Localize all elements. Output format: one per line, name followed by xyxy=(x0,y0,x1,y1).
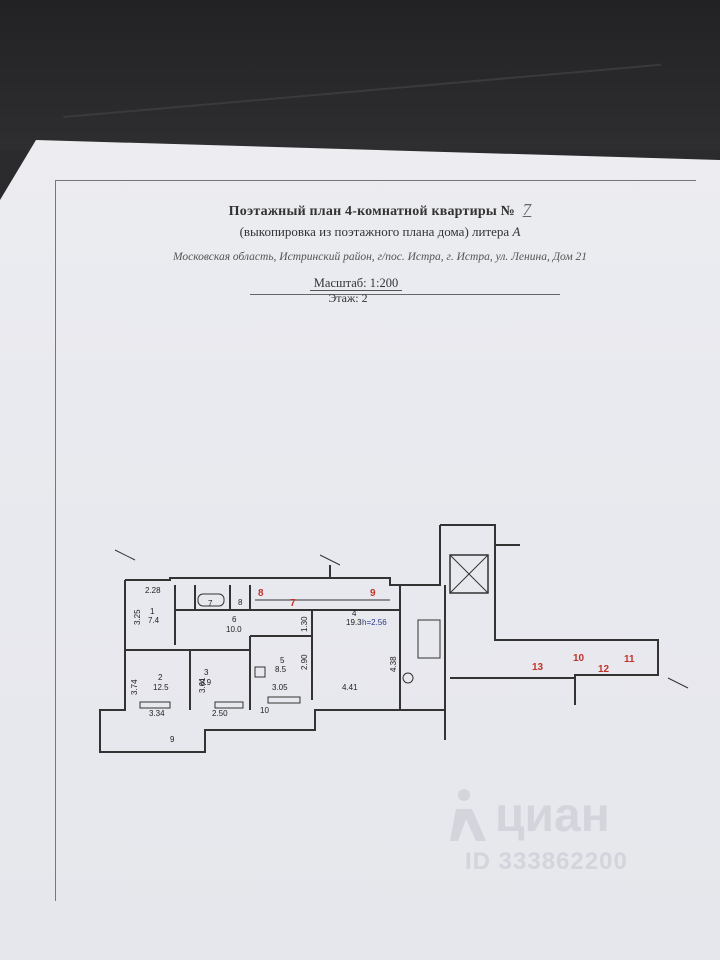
room-area-6: 10.0 xyxy=(226,625,242,634)
dim-3-25: 3.25 xyxy=(133,609,142,625)
stair-block xyxy=(417,619,441,659)
window-mark-2 xyxy=(139,701,171,709)
red-label-10: 10 xyxy=(573,653,585,664)
corridor-wall-top xyxy=(494,545,659,705)
axis-tick-3 xyxy=(667,677,689,689)
dim-2-28: 2.28 xyxy=(145,586,161,595)
outer-wall-upper xyxy=(125,565,331,581)
plan-red-labels: 8 7 9 13 10 12 11 xyxy=(258,588,635,675)
room-number-2: 2 xyxy=(158,673,163,682)
document-title: Поэтажный план 4-комнатной квартиры № 7 xyxy=(20,200,720,220)
room-number-3: 3 xyxy=(204,668,209,677)
room-area-2: 12.5 xyxy=(153,683,169,692)
axis-tick-1 xyxy=(114,549,136,561)
dim-3-05: 3.05 xyxy=(272,683,288,692)
floor-plan: 1 2 3 4 5 6 7 8 9 10 7.4 12.5 8.9 19.3 8… xyxy=(99,524,689,753)
bathtub-fixture xyxy=(197,593,225,607)
room-number-1: 1 xyxy=(150,607,155,616)
plan-walls xyxy=(99,524,689,753)
floor-line: Этаж: 2 xyxy=(328,291,368,305)
room-area-5: 8.5 xyxy=(275,665,287,674)
room-area-1: 7.4 xyxy=(148,616,160,625)
room-number-8: 8 xyxy=(238,598,243,607)
plan-dimensions: 2.28 3.25 3.74 3.34 3.61 2.50 3.05 2.90 … xyxy=(130,586,398,718)
red-label-12: 12 xyxy=(598,664,610,675)
title-text: Поэтажный план 4-комнатной квартиры № xyxy=(228,204,515,219)
red-label-8: 8 xyxy=(258,588,264,599)
window-mark-3 xyxy=(214,701,244,709)
room-number-10: 10 xyxy=(260,706,269,715)
room-area-3: 8.9 xyxy=(200,678,212,687)
dim-2-50: 2.50 xyxy=(212,709,228,718)
scale-text: Масштаб: 1:200 xyxy=(309,276,403,291)
subtitle-litera: А xyxy=(512,224,521,239)
axis-tick-2 xyxy=(319,554,341,566)
dim-4-38: 4.38 xyxy=(389,656,398,672)
plan-room-areas: 7.4 12.5 8.9 19.3 8.5 10.0 xyxy=(148,616,362,692)
surface-edge xyxy=(58,13,662,119)
outer-wall-lower xyxy=(99,580,445,753)
background-surface xyxy=(0,0,720,150)
elevator-diag-2 xyxy=(449,554,489,594)
watermark-id: ID 333862200 xyxy=(465,848,628,875)
red-label-11: 11 xyxy=(624,654,635,665)
red-label-7: 7 xyxy=(290,598,296,609)
document-subtitle: (выкопировка из поэтажного плана дома) л… xyxy=(20,224,720,240)
elevator-shaft xyxy=(449,554,489,594)
dim-4-41: 4.41 xyxy=(342,683,358,692)
room-number-6: 6 xyxy=(232,615,237,624)
dim-3-61: 3.61 xyxy=(198,677,207,693)
room-number-5: 5 xyxy=(280,656,285,665)
watermark: циан ID 333862200 xyxy=(420,780,680,890)
outer-wall-stair-left xyxy=(330,525,441,586)
room-number-9: 9 xyxy=(170,735,175,744)
ceiling-height: h=2.56 xyxy=(362,618,387,627)
watermark-brand: циан xyxy=(495,789,610,842)
red-label-9: 9 xyxy=(370,588,376,599)
apartment-number: 7 xyxy=(522,200,532,219)
outer-wall-stair-top xyxy=(440,524,520,546)
page-frame xyxy=(55,180,696,901)
dim-2-90: 2.90 xyxy=(300,654,309,670)
dim-1-30: 1.30 xyxy=(300,616,309,632)
stove-fixture xyxy=(254,666,266,678)
stair-circle xyxy=(402,672,414,684)
room-number-7: 7 xyxy=(208,599,213,608)
red-label-13: 13 xyxy=(532,662,544,673)
cian-logo-icon xyxy=(450,789,486,841)
room-area-4: 19.3 xyxy=(346,618,362,627)
plan-room-numbers: 1 2 3 4 5 6 7 8 9 10 xyxy=(150,598,357,744)
room-number-4: 4 xyxy=(352,609,357,618)
dim-3-34: 3.34 xyxy=(149,709,165,718)
window-mark-5 xyxy=(267,696,301,704)
address-line: Московская область, Истринский район, г/… xyxy=(172,251,588,263)
header-divider xyxy=(250,294,560,295)
subtitle-text: (выкопировка из поэтажного плана дома) л… xyxy=(239,224,510,239)
dim-3-74: 3.74 xyxy=(130,679,139,695)
scale-line: Масштаб: 1:200 xyxy=(0,276,716,291)
